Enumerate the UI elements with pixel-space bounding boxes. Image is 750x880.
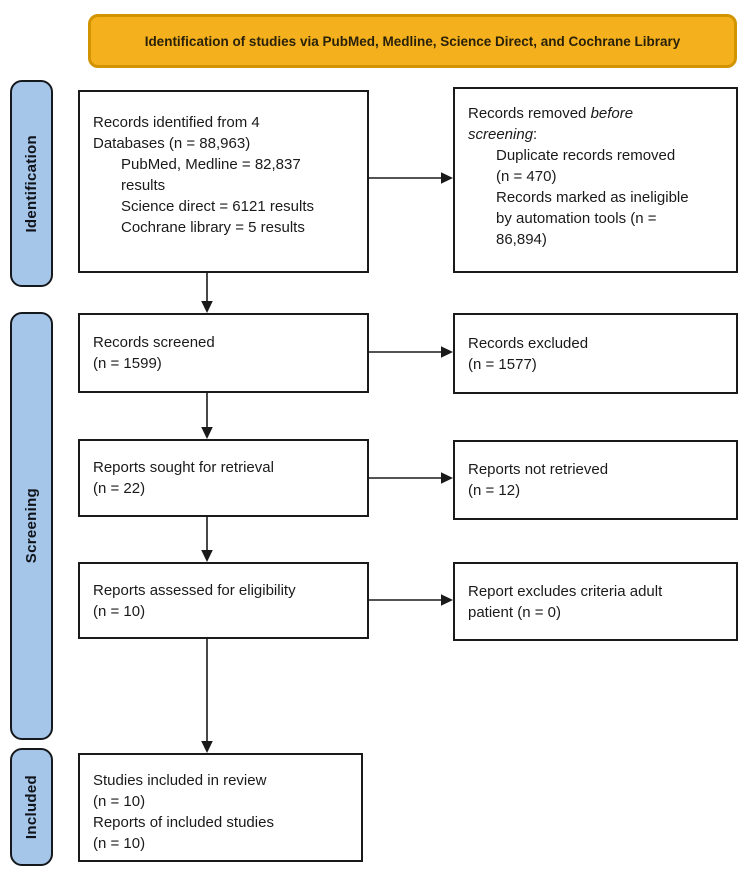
text-line: screening:	[468, 124, 730, 145]
text-line: Reports sought for retrieval	[93, 459, 274, 476]
text-line: results	[121, 177, 166, 194]
box-reports-not-retrieved: Reports not retrieved (n = 12)	[453, 440, 738, 520]
banner-label: Identification of studies via PubMed, Me…	[144, 33, 681, 49]
text-line: PubMed, Medline = 82,837	[121, 156, 301, 173]
text-line: Records screened	[93, 334, 215, 351]
text-segment: Records removed	[468, 105, 587, 122]
text-line: Reports of included studies	[93, 814, 274, 831]
text-line: Records marked as ineligible	[496, 189, 689, 206]
stage-label-included: Included	[23, 774, 40, 840]
stage-label-screening: Screening	[23, 488, 40, 564]
arrow-identified-to-removed	[369, 172, 453, 184]
arrow-sought-to-assessed	[201, 517, 213, 562]
text-segment: :	[533, 126, 538, 143]
text-line: Cochrane library = 5 results	[121, 219, 305, 236]
text-line: (n = 10)	[93, 602, 146, 620]
text-line: Science direct = 6121 results	[121, 198, 315, 215]
text-line: Studies included in review	[93, 772, 267, 789]
text-line: (n = 12)	[468, 482, 521, 499]
text-line: patient (n = 0)	[468, 603, 561, 621]
stage-pill-included: Included	[10, 748, 53, 866]
text-line: Reports not retrieved	[468, 461, 609, 478]
text-segment-italic: before	[590, 105, 634, 122]
box-records-removed: Records removed before screening: Duplic…	[453, 87, 738, 273]
arrow-assessed-to-excluded	[369, 594, 453, 606]
text-line: (n = 470)	[496, 168, 557, 185]
text-line: Records identified from 4	[93, 114, 260, 131]
text-line: 86,894)	[496, 231, 547, 248]
box-studies-included: Studies included in review (n = 10) Repo…	[78, 753, 363, 862]
text-line: Records excluded	[468, 334, 589, 352]
box-records-identified: Records identified from 4 Databases (n =…	[78, 90, 369, 273]
arrow-screened-to-excluded	[369, 346, 453, 358]
text-line: (n = 22)	[93, 480, 146, 497]
banner: Identification of studies via PubMed, Me…	[88, 14, 737, 68]
arrow-sought-to-not-retrieved	[369, 472, 453, 484]
text-segment-italic: screening	[468, 126, 534, 143]
arrow-screened-to-sought	[201, 393, 213, 439]
text-line: Reports assessed for eligibility	[93, 581, 296, 599]
stage-label-identification: Identification	[23, 134, 40, 233]
stage-pill-screening: Screening	[10, 312, 53, 740]
text-line: by automation tools (n =	[496, 210, 657, 227]
text-line: (n = 10)	[93, 835, 146, 852]
text-line: (n = 1599)	[93, 355, 162, 372]
stage-pill-identification: Identification	[10, 80, 53, 287]
text-line: (n = 1577)	[468, 355, 537, 373]
box-records-screened: Records screened (n = 1599)	[78, 313, 369, 393]
box-records-excluded: Records excluded (n = 1577)	[453, 313, 738, 394]
box-reports-sought: Reports sought for retrieval (n = 22)	[78, 439, 369, 517]
box-reports-assessed: Reports assessed for eligibility (n = 10…	[78, 562, 369, 639]
text-line: Databases (n = 88,963)	[93, 135, 251, 152]
box-reports-excluded-criteria: Report excludes criteria adult patient (…	[453, 562, 738, 641]
text-line: Duplicate records removed	[496, 147, 676, 164]
text-line: Records removed before	[468, 103, 730, 124]
arrow-assessed-to-included	[201, 639, 213, 753]
text-line: Report excludes criteria adult	[468, 582, 663, 600]
arrow-identified-to-screened	[201, 273, 213, 313]
text-line: (n = 10)	[93, 793, 146, 810]
